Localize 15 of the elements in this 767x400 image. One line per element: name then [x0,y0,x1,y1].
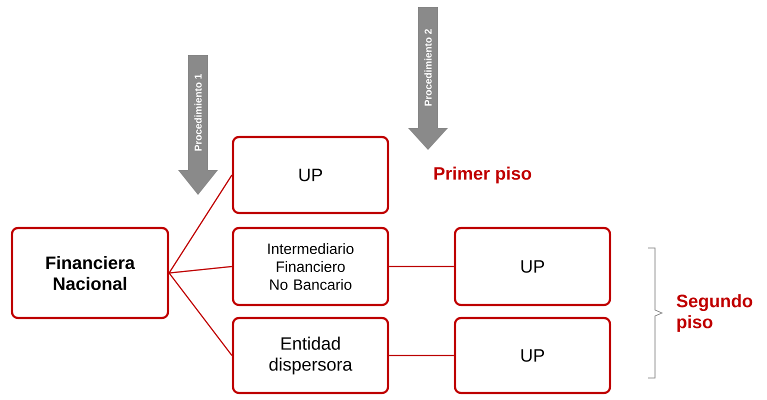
connector-line [168,272,232,356]
arrow-label: Procedimiento 1 [194,74,202,151]
process-box: Intermediario Financiero No Bancario [232,226,390,306]
arrow-label: Procedimiento 2 [424,29,432,106]
connector-line [389,266,454,268]
process-box: Entidad dispersora [232,316,390,394]
connector-line [168,174,232,274]
floor-label: Segundo piso [676,294,752,332]
process-box: Financiera Nacional [10,226,170,320]
floor-label: Primer piso [434,166,532,184]
connector-line [389,354,454,356]
process-box: UP [454,316,612,394]
connector-line [169,266,232,274]
process-box: UP [454,226,612,306]
process-box: UP [232,136,390,214]
